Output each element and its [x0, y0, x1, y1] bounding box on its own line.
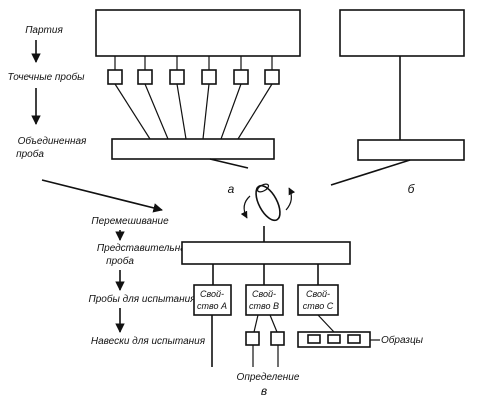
property-c-branch	[317, 314, 335, 333]
test-portion-box-2	[270, 331, 285, 346]
property-a-box	[193, 284, 232, 316]
panel-b-combined-box	[357, 139, 465, 161]
specimen-cell-3	[347, 334, 361, 344]
panel-a-label: а	[228, 182, 235, 196]
spot-sample-box-2	[137, 69, 153, 85]
panel-a-spot-sample-group	[107, 56, 280, 140]
panel-b-outlet-line	[330, 159, 411, 186]
panel-c-label: в	[261, 384, 267, 398]
property-c-label-1: Свой-	[306, 289, 330, 299]
property-b-label-1: Свой-	[252, 289, 276, 299]
spot-sample-box-4	[201, 69, 217, 85]
spot-sample-box-1	[107, 69, 123, 85]
specimen-cell-2	[327, 334, 341, 344]
specimens-label: Образцы	[381, 334, 424, 346]
spot-sample-box-3	[169, 69, 185, 85]
property-a-label-1: Свой-	[200, 289, 224, 299]
test-portion-box-1	[245, 331, 260, 346]
rotation-arrow-right-icon	[285, 187, 296, 211]
label-representative-1: Представительная	[97, 243, 192, 254]
property-b-label-2: ство В	[249, 301, 279, 311]
panel-b-label: б	[408, 182, 416, 196]
property-b-branch-right	[269, 314, 278, 333]
spot-line-2	[144, 83, 169, 140]
panel-b-lot-box	[339, 9, 465, 57]
label-representative-2: проба	[106, 255, 134, 267]
property-a-label-2: ство А	[197, 301, 227, 311]
label-combined-sample-2: проба	[16, 148, 44, 160]
property-c-label-2: ство С	[303, 301, 334, 311]
spot-line-4	[202, 83, 210, 140]
panel-a-lot-box	[95, 9, 301, 57]
arrow-combined-to-mixing	[41, 179, 163, 213]
property-c-box	[297, 284, 339, 316]
panel-c-representative-box	[181, 241, 351, 265]
spot-line-6	[237, 83, 273, 140]
label-combined-sample-1: Объединенная	[18, 135, 87, 147]
property-b-branch-left	[253, 314, 259, 333]
panel-a-outlet-line	[209, 158, 249, 169]
spot-line-5	[220, 83, 242, 140]
spot-line-3	[176, 83, 187, 140]
spot-line-1	[114, 83, 151, 140]
property-b-box	[245, 284, 284, 316]
label-test-samples: Пробы для испытания	[88, 293, 196, 305]
label-mixing: Перемешивание	[91, 216, 169, 227]
label-spot-samples: Точечные пробы	[7, 71, 85, 83]
label-test-portions: Навески для испытания	[91, 336, 206, 347]
spot-sample-box-6	[264, 69, 280, 85]
specimen-cell-1	[307, 334, 321, 344]
spot-sample-box-5	[233, 69, 249, 85]
panel-a-combined-box	[111, 138, 275, 160]
label-lot: Партия	[25, 25, 63, 36]
rotation-arrow-left-icon	[240, 195, 251, 219]
determination-label: Определение	[237, 372, 300, 383]
mixing-vessel-icon	[255, 183, 281, 222]
